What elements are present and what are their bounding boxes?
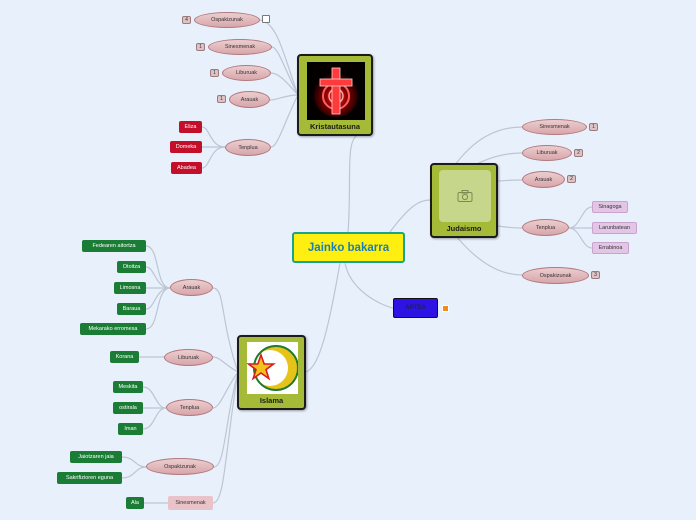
camera-icon	[439, 170, 491, 222]
count-badge: 1	[196, 43, 205, 51]
central-topic[interactable]: Jainko bakarra	[292, 232, 405, 263]
leaf-baraua[interactable]: Baraua	[117, 303, 146, 315]
branch-tenplua[interactable]: Tenplua	[225, 139, 271, 156]
leaf-jaiotzaren-jaia[interactable]: Jaiotzaren jaia	[70, 451, 122, 463]
leaf-limosna[interactable]: Limosna	[114, 282, 146, 294]
leaf-mekarako-erromesa[interactable]: Mekarako erromesa	[80, 323, 146, 335]
count-badge: 2	[567, 175, 576, 183]
branch-arauak[interactable]: Arauak	[229, 91, 270, 108]
branch-ospakizunak[interactable]: Ospakizunak	[146, 458, 214, 475]
leaf-fedearen-aitortza[interactable]: Fedearen aitortza	[82, 240, 146, 252]
topic-label: Judaismo	[446, 224, 482, 233]
leaf-otoitza[interactable]: Otoitza	[117, 261, 146, 273]
leaf-meskita[interactable]: Meskita	[113, 381, 143, 393]
leaf-iman[interactable]: Iman	[118, 423, 143, 435]
leaf-sinagoga[interactable]: Sinagoga	[592, 201, 628, 213]
branch-arauak[interactable]: Arauak	[522, 171, 565, 188]
cross-image	[307, 62, 365, 120]
branch-liburuak[interactable]: Liburuak	[522, 145, 572, 161]
branch-ospakizunak[interactable]: Ospakizunak	[194, 12, 260, 28]
note-icon[interactable]	[262, 15, 270, 23]
branch-sinesmenak[interactable]: Sinesmenak	[168, 496, 213, 510]
rss-icon[interactable]	[442, 305, 449, 312]
leaf-sakrifizioren-eguna[interactable]: Sakrifizioren eguna	[57, 472, 122, 484]
branch-tenplua[interactable]: Tenplua	[522, 219, 569, 236]
topic-artea[interactable]: ARTEA	[393, 298, 438, 318]
branch-liburuak[interactable]: Liburuak	[222, 65, 271, 81]
leaf-eliza[interactable]: Eliza	[179, 121, 202, 133]
crescent-star-image	[246, 342, 299, 394]
branch-ospakizunak[interactable]: Ospakizunak	[522, 267, 589, 284]
topic-label: Islama	[259, 396, 284, 405]
leaf-korana[interactable]: Korana	[110, 351, 139, 363]
count-badge: 2	[574, 149, 583, 157]
leaf-ala[interactable]: Ala	[126, 497, 144, 509]
branch-arauak[interactable]: Arauak	[170, 279, 213, 296]
leaf-abadea[interactable]: Abadea	[171, 162, 202, 174]
leaf-errabinoa[interactable]: Errabinoa	[592, 242, 629, 254]
branch-liburuak[interactable]: Liburuak	[164, 349, 213, 366]
count-badge: 4	[182, 16, 191, 24]
branch-sinesmenak[interactable]: Sinesmenak	[208, 39, 272, 55]
count-badge: 1	[217, 95, 226, 103]
count-badge: 1	[210, 69, 219, 77]
count-badge: 3	[591, 271, 600, 279]
count-badge: 1	[589, 123, 598, 131]
topic-label: Kristautasuna	[309, 122, 360, 131]
topic-kristautasuna[interactable]: Kristautasuna	[297, 54, 373, 136]
branch-sinesmenak[interactable]: Sinesmenak	[522, 119, 587, 135]
topic-judaismo[interactable]: Judaismo	[430, 163, 498, 238]
leaf-domeka[interactable]: Domeka	[170, 141, 202, 153]
leaf-ostirala[interactable]: ostirala	[113, 402, 143, 414]
branch-tenplua[interactable]: Tenplua	[166, 399, 213, 416]
leaf-larunbatean[interactable]: Larunbatean	[592, 222, 637, 234]
topic-islama[interactable]: Islama	[237, 335, 306, 410]
